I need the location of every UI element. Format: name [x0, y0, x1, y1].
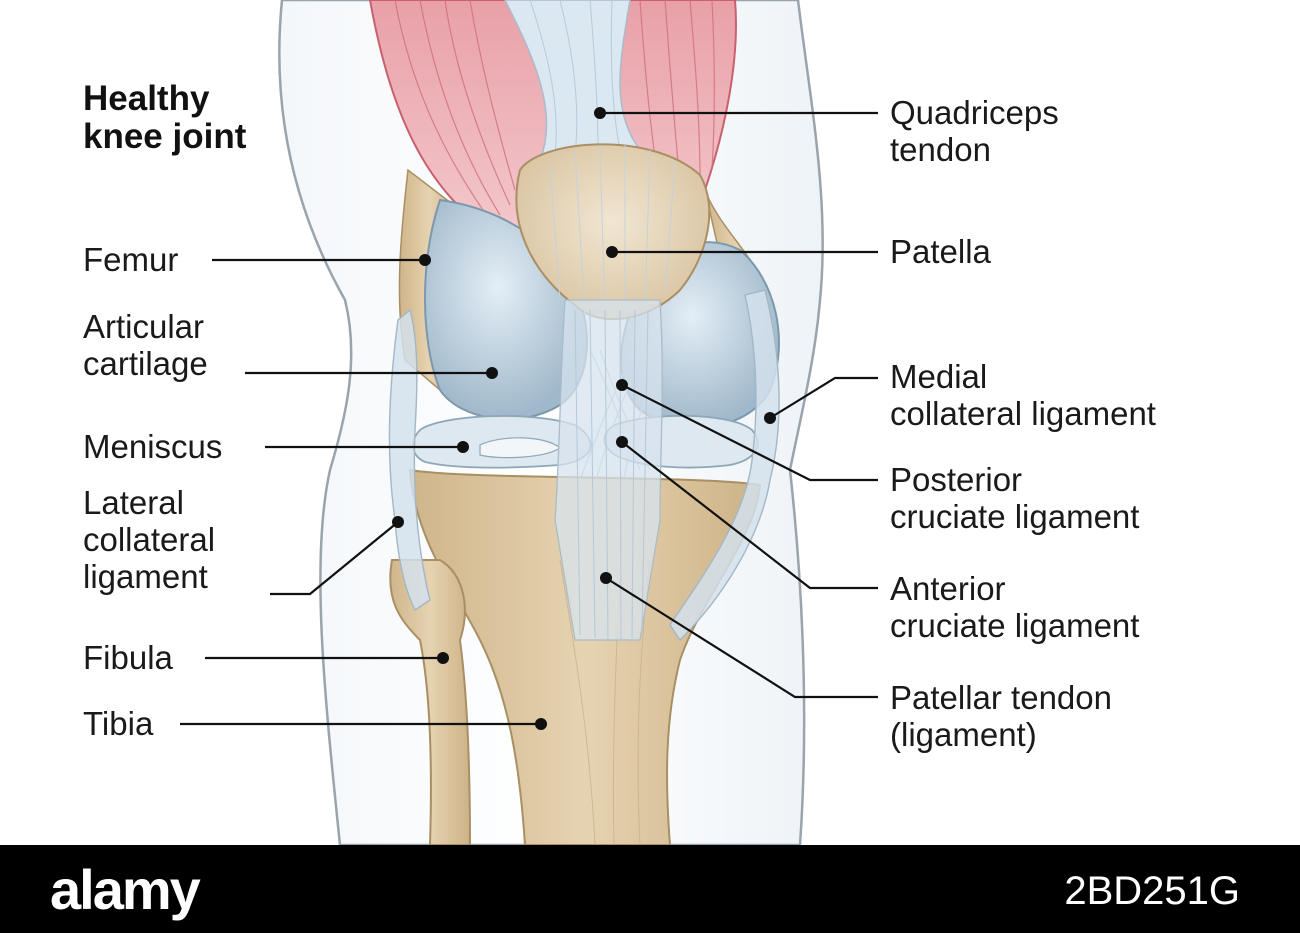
label-articular-cartilage-line-2: cartilage	[83, 345, 208, 382]
patellar-tendon-shape	[554, 299, 663, 641]
image-id: 2BD251G	[1064, 869, 1240, 913]
label-meniscus: Meniscus	[83, 428, 223, 465]
label-medial-collateral-ligament: Medial collateral ligament	[890, 358, 1156, 432]
label-quadriceps-tendon-line-1: Quadriceps	[890, 94, 1059, 131]
label-posterior-cruciate-line-2: cruciate ligament	[890, 498, 1140, 535]
label-articular-cartilage: Articular cartilage	[83, 308, 208, 382]
label-anterior-cruciate-ligament: Anterior cruciate ligament	[890, 570, 1139, 644]
label-quadriceps-tendon: Quadriceps tendon	[890, 94, 1059, 168]
title-line-1: Healthy	[83, 79, 210, 118]
label-posterior-cruciate-line-1: Posterior	[890, 461, 1023, 498]
footer-bar: alamy 2BD251G	[0, 845, 1300, 933]
leader-dots	[392, 107, 776, 730]
fibula-shape	[389, 559, 472, 845]
lateral-collateral-ligament	[388, 308, 431, 612]
leader-lines	[180, 111, 878, 726]
label-articular-cartilage-line-1: Articular	[83, 308, 205, 345]
label-patellar-tendon: Patellar tendon (ligament)	[890, 679, 1112, 753]
label-fibula: Fibula	[83, 639, 173, 676]
label-lateral-collateral-ligament: Lateral collateral ligament	[83, 484, 215, 595]
label-anterior-cruciate-line-1: Anterior	[890, 570, 1006, 607]
label-lateral-collateral-line-3: ligament	[83, 558, 208, 595]
label-medial-collateral-line-1: Medial	[890, 358, 988, 395]
label-tibia: Tibia	[83, 705, 154, 742]
knee-illustration	[180, 0, 878, 845]
title-line-2: knee joint	[83, 117, 247, 156]
label-patellar-tendon-line-2: (ligament)	[890, 716, 1037, 753]
medial-collateral-ligament	[669, 289, 780, 642]
alamy-logo: alamy	[50, 858, 201, 921]
label-lateral-collateral-line-2: collateral	[83, 521, 216, 558]
patella-shape	[515, 143, 711, 321]
label-patella: Patella	[890, 233, 991, 270]
label-patellar-tendon-line-1: Patellar tendon	[890, 679, 1112, 716]
tibia-shape	[408, 468, 762, 845]
label-anterior-cruciate-line-2: cruciate ligament	[890, 607, 1140, 644]
label-lateral-collateral-line-1: Lateral	[83, 484, 184, 521]
label-femur: Femur	[83, 241, 179, 278]
label-quadriceps-tendon-line-2: tendon	[890, 131, 991, 168]
diagram-title: Healthy knee joint	[83, 80, 246, 156]
label-medial-collateral-line-2: collateral ligament	[890, 395, 1156, 432]
label-posterior-cruciate-ligament: Posterior cruciate ligament	[890, 461, 1139, 535]
